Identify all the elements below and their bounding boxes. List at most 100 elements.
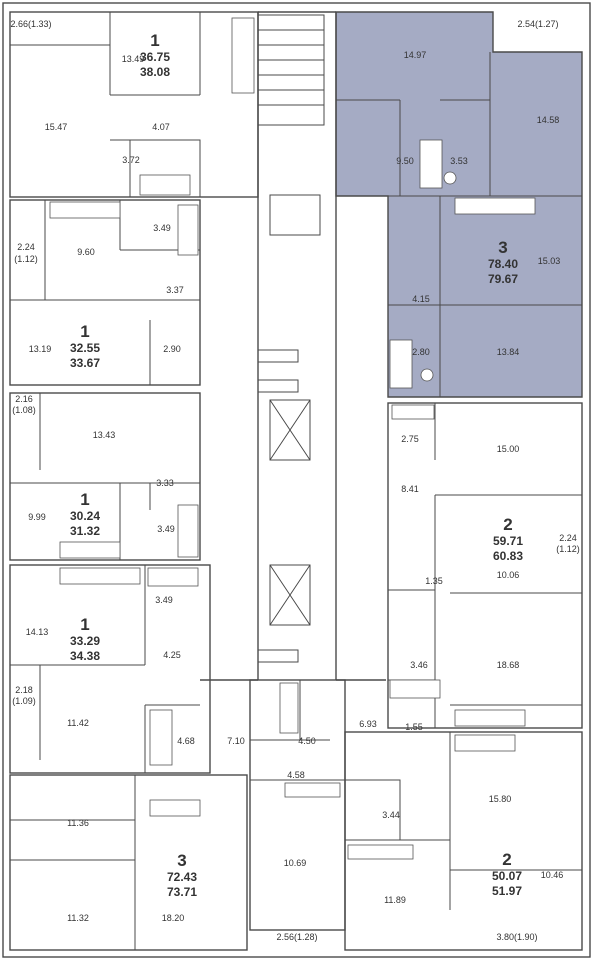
room-area: 4.68 (177, 736, 195, 746)
area-living: 33.29 (70, 634, 100, 648)
room-area: 3.72 (122, 155, 140, 165)
area-living: 32.55 (70, 341, 100, 355)
room-area: 4.25 (163, 650, 181, 660)
room-area: 2.18 (15, 685, 33, 695)
room-area: 3.49 (153, 223, 171, 233)
room-area: 4.58 (287, 770, 305, 780)
room-area: 13.49 (122, 54, 145, 64)
room-area: 9.50 (396, 156, 414, 166)
room-area: (1.08) (12, 405, 36, 415)
room-area: 13.43 (93, 430, 116, 440)
kitchen-counter-icon (454, 197, 536, 215)
room-area: 3.49 (157, 524, 175, 534)
area-living: 72.43 (167, 870, 197, 884)
apartment-label: 1 36.75 38.08 (140, 31, 170, 79)
room-area: 13.84 (497, 347, 520, 357)
area-living: 78.40 (488, 257, 518, 271)
room-area: 11.89 (384, 895, 406, 905)
room-area: 15.47 (45, 122, 68, 132)
room-area: 3.80(1.90) (496, 932, 537, 942)
area-total: 33.67 (70, 356, 100, 370)
room-area: 2.16 (15, 394, 33, 404)
room-area: 10.69 (284, 858, 307, 868)
room-area: 4.15 (412, 294, 430, 304)
room-area: (1.12) (14, 254, 38, 264)
apartment-label: 1 33.29 34.38 (70, 615, 100, 663)
room-area: 6.93 (359, 719, 377, 729)
kitchen-counter-icon (454, 734, 516, 752)
room-area: 4.50 (298, 736, 316, 746)
kitchen-counter-icon (49, 201, 121, 219)
kitchen-counter-icon (149, 799, 201, 817)
room-count: 3 (177, 851, 186, 870)
room-area: 3.46 (410, 660, 428, 670)
room-area: 14.58 (537, 115, 560, 125)
area-total: 51.97 (492, 884, 522, 898)
room-area: 2.56(1.28) (276, 932, 317, 942)
room-area: 3.53 (450, 156, 468, 166)
apartment-label: 3 72.43 73.71 (167, 851, 197, 899)
apartment-label: 1 32.55 33.67 (70, 322, 100, 370)
kitchen-counter-icon (454, 709, 526, 727)
room-area: 11.36 (67, 818, 89, 828)
room-area: 2.75 (401, 434, 419, 444)
room-area: 10.46 (541, 870, 564, 880)
room-area: 2.54(1.27) (517, 19, 558, 29)
room-area: 1.35 (425, 576, 443, 586)
apartment-label: 3 78.40 79.67 (488, 238, 518, 286)
elevator-shaft (269, 399, 311, 461)
area-total: 60.83 (493, 549, 523, 563)
area-total: 79.67 (488, 272, 518, 286)
apartment-label: 2 50.07 51.97 (492, 850, 522, 898)
room-area: 3.49 (155, 595, 173, 605)
bathtub-icon (177, 504, 199, 558)
toilet-icon (420, 368, 434, 382)
room-area: 1.55 (405, 722, 423, 732)
room-area: 2.24 (17, 242, 35, 252)
area-living: 59.71 (493, 534, 523, 548)
room-area: 11.32 (67, 913, 89, 923)
right-apartments (249, 402, 583, 951)
area-living: 50.07 (492, 869, 522, 883)
room-area: 3.33 (156, 478, 174, 488)
bathtub-icon (279, 682, 299, 734)
shower-icon (389, 339, 413, 389)
area-total: 38.08 (140, 65, 170, 79)
area-total: 73.71 (167, 885, 197, 899)
room-count: 1 (150, 31, 159, 50)
room-area: 2.24 (559, 533, 577, 543)
room-area: 7.10 (227, 736, 245, 746)
room-area: 2.66(1.33) (10, 19, 51, 29)
room-area: 2.90 (163, 344, 181, 354)
room-count: 1 (80, 490, 89, 509)
room-area: 15.03 (538, 256, 561, 266)
area-total: 31.32 (70, 524, 100, 538)
apartment-label: 2 59.71 60.83 (493, 515, 523, 563)
room-area: 3.44 (382, 810, 400, 820)
room-area: 4.07 (152, 122, 170, 132)
room-area: 18.20 (162, 913, 185, 923)
room-count: 1 (80, 322, 89, 341)
room-area: 13.19 (29, 344, 52, 354)
elevator-shaft (269, 564, 311, 626)
bathtub-icon (147, 567, 199, 587)
room-area: 11.42 (67, 718, 89, 728)
room-area: 9.60 (77, 247, 95, 257)
kitchen-counter-icon (231, 17, 255, 94)
room-area: (1.09) (12, 696, 36, 706)
bathtub-icon (139, 174, 191, 196)
room-area: 14.13 (26, 627, 49, 637)
apartment-label: 1 30.24 31.32 (70, 490, 100, 538)
room-area: 2.80 (412, 347, 430, 357)
area-living: 30.24 (70, 509, 100, 523)
kitchen-counter-icon (59, 541, 121, 559)
room-area: 15.00 (497, 444, 520, 454)
room-area: 14.97 (404, 50, 427, 60)
room-area: 18.68 (497, 660, 520, 670)
area-total: 34.38 (70, 649, 100, 663)
room-count: 2 (502, 850, 511, 869)
room-area: 10.06 (497, 570, 520, 580)
bathtub-icon (419, 139, 443, 189)
highlighted-apartment[interactable] (335, 11, 583, 398)
